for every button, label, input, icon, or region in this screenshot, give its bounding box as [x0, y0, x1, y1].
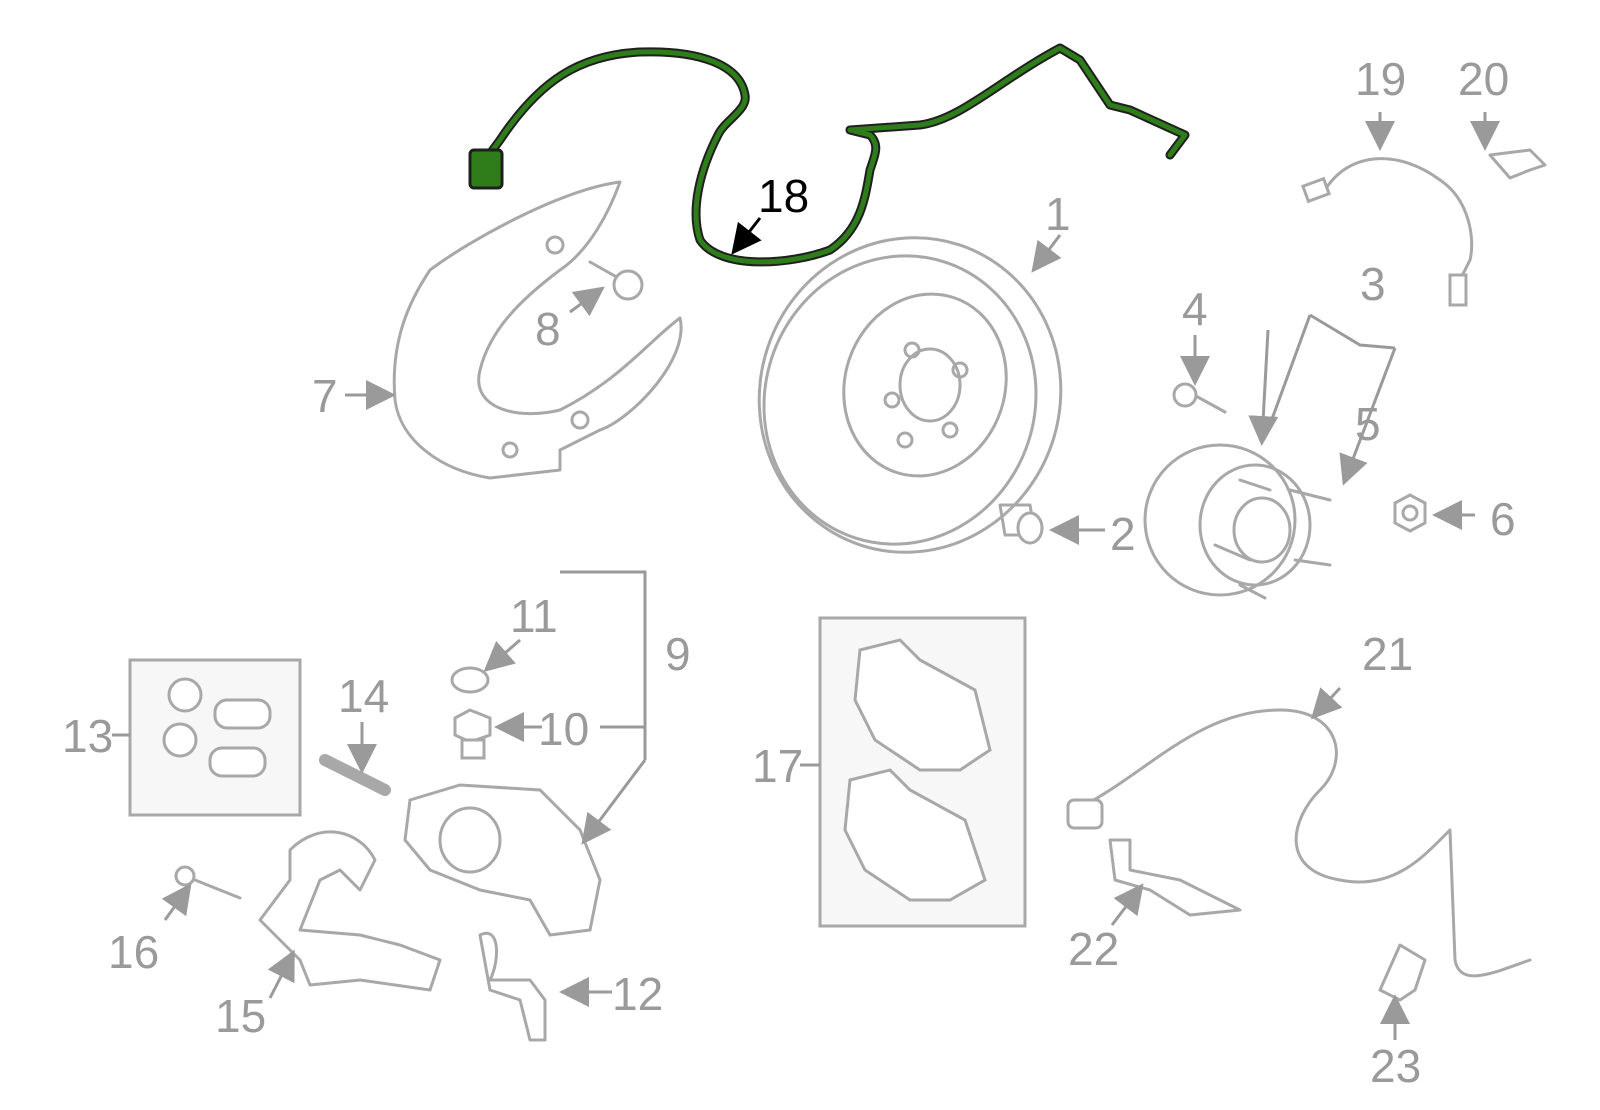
leader-lines	[112, 112, 1500, 1040]
callout-22: 22	[1068, 923, 1119, 975]
part-14-pin[interactable]	[319, 754, 391, 796]
callout-21: 21	[1362, 628, 1413, 680]
sensor-connector	[468, 148, 504, 190]
part-2-screw[interactable]	[998, 503, 1044, 545]
part-23-bracket[interactable]	[1378, 943, 1427, 1002]
part-10-bleeder[interactable]	[453, 708, 492, 760]
callout-3: 3	[1360, 258, 1386, 310]
callout-12: 12	[612, 968, 663, 1020]
part-12-clip[interactable]	[478, 931, 547, 1042]
part-18-wear-sensor[interactable]	[468, 43, 1190, 267]
callout-labels: 1 2 3 4 5 6 7 8 9 10 11 12 13 14 15 16 1…	[62, 53, 1516, 1092]
part-17-brake-pads[interactable]	[818, 616, 1027, 928]
callout-2: 2	[1110, 508, 1136, 560]
callout-16: 16	[108, 926, 159, 978]
callout-15: 15	[215, 990, 266, 1042]
callout-23: 23	[1370, 1040, 1421, 1092]
callout-4: 4	[1182, 283, 1208, 335]
part-6-nut[interactable]	[1393, 493, 1427, 533]
callout-19: 19	[1355, 53, 1406, 105]
part-20-clip[interactable]	[1488, 148, 1547, 180]
part-13-guide-pin-kit[interactable]	[128, 658, 302, 817]
part-7-splash-shield[interactable]	[392, 180, 683, 480]
part-19-brake-hose[interactable]	[1301, 157, 1474, 307]
callout-20: 20	[1458, 53, 1509, 105]
part-9-caliper[interactable]	[403, 783, 602, 937]
callout-1: 1	[1045, 188, 1071, 240]
callout-7: 7	[312, 370, 338, 422]
callout-5: 5	[1355, 398, 1381, 450]
callout-11: 11	[510, 590, 558, 642]
callout-10: 10	[538, 703, 589, 755]
part-4-bolt[interactable]	[1172, 382, 1227, 414]
part-21-abs-sensor[interactable]	[1066, 708, 1532, 978]
part-3-hub-assembly[interactable]	[1143, 443, 1332, 600]
callout-9: 9	[665, 628, 691, 680]
part-1-brake-rotor[interactable]	[719, 198, 1102, 591]
callout-6: 6	[1490, 493, 1516, 545]
callout-14: 14	[338, 670, 389, 722]
callout-8: 8	[535, 303, 561, 355]
callout-17: 17	[752, 740, 803, 792]
callout-18: 18	[758, 170, 809, 222]
part-11-cap[interactable]	[450, 666, 490, 694]
callout-13: 13	[62, 710, 113, 762]
part-15-caliper-bracket[interactable]	[258, 830, 442, 992]
part-8-bolt[interactable]	[588, 260, 644, 301]
